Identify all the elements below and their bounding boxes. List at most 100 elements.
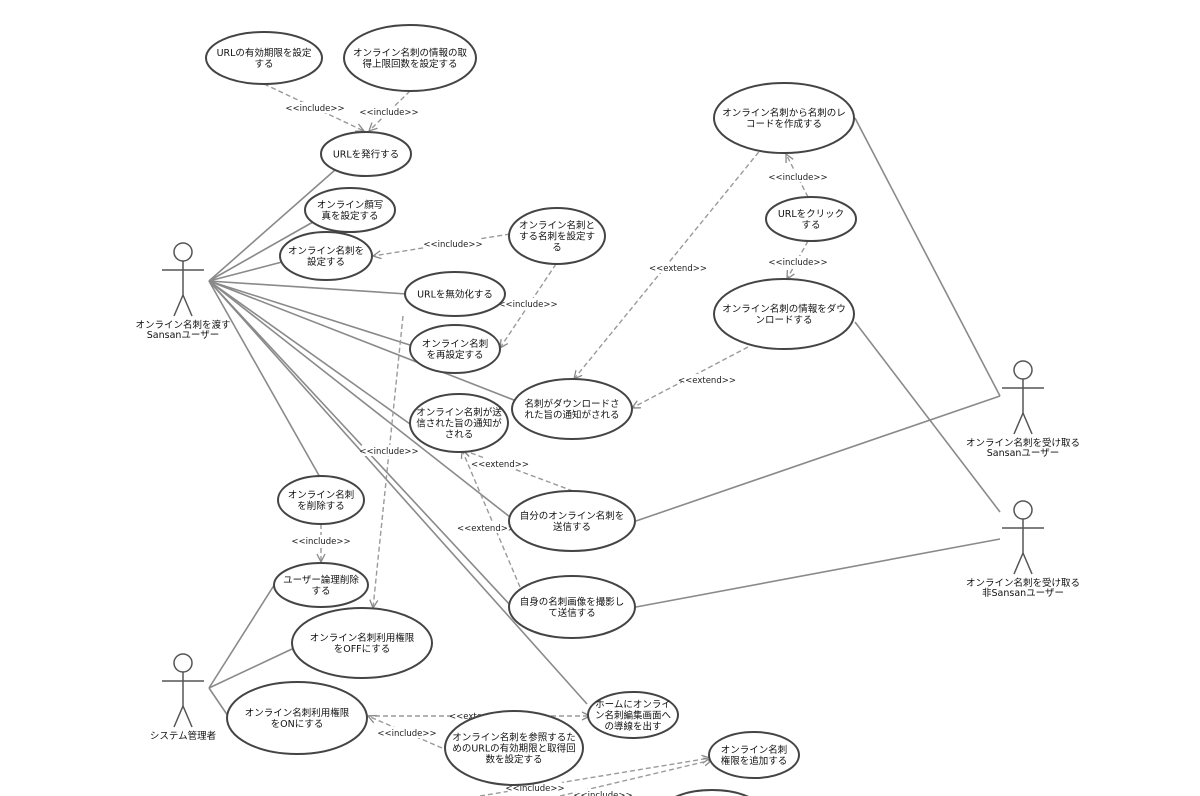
use-case-ellipse[interactable] xyxy=(205,31,323,85)
dependency-dep2: <<include>> xyxy=(359,90,419,131)
association-line xyxy=(208,280,414,347)
use-case-ellipse[interactable] xyxy=(765,196,857,242)
use-case-ellipse[interactable] xyxy=(508,207,606,265)
use-case-label: オンライン名刺が送 xyxy=(416,407,502,419)
use-case-label: オンライン名刺の情報をダウ xyxy=(722,303,846,315)
dependency-dep12: <<extend>> xyxy=(632,346,749,408)
dependency-label-bg xyxy=(500,298,556,309)
use-case-ellipse[interactable] xyxy=(409,324,501,374)
dependency-arrow xyxy=(373,233,511,256)
use-case-label: オンライン名刺 xyxy=(288,489,355,501)
use-case-label: される xyxy=(445,430,474,441)
use-case-label: オンライン名刺を参照するた xyxy=(452,732,576,744)
use-case-label: コードを作成する xyxy=(746,118,822,130)
dependency-label: <<include>> xyxy=(505,784,564,794)
use-case-ellipse[interactable] xyxy=(708,731,800,779)
use-case-label: オンライン名刺から名刺のレ xyxy=(722,107,846,119)
use-case-label: て送信する xyxy=(548,607,596,619)
association-line xyxy=(635,538,1001,608)
use-case-ellipse[interactable] xyxy=(713,82,855,154)
dependency-label: <<include>> xyxy=(498,300,557,310)
actor-head xyxy=(173,242,193,262)
use-case-label: 信された旨の通知が xyxy=(416,418,502,430)
use-case-ellipse[interactable] xyxy=(587,691,679,739)
dependency-dep1: <<include>> xyxy=(263,83,364,131)
use-case-ellipse[interactable] xyxy=(273,562,369,608)
actor-leg-right xyxy=(1022,552,1033,575)
dependency-label-bg xyxy=(293,535,349,546)
dependency-label: <<extend>> xyxy=(471,460,529,470)
dependency-label: <<include>> xyxy=(359,447,418,457)
association-line xyxy=(208,648,293,689)
use-case-ellipse[interactable] xyxy=(508,490,636,552)
association-line xyxy=(854,117,1001,397)
use-case-label: する xyxy=(311,586,330,597)
use-case-issue-url[interactable]: URLを発行する xyxy=(320,131,412,177)
dependency-label: <<extend>> xyxy=(678,376,736,386)
use-case-label: URLを無効化する xyxy=(417,289,493,301)
actor-label: オンライン名刺を受け取る xyxy=(966,437,1080,449)
use-case-ellipse[interactable] xyxy=(343,24,477,92)
use-case-label: オンライン名刺 xyxy=(422,338,489,350)
dependency-arrow xyxy=(263,83,364,131)
use-case-ellipse[interactable] xyxy=(320,131,412,177)
association-line xyxy=(854,321,1001,513)
actor-label: オンライン名刺を受け取る xyxy=(966,577,1080,589)
association-line xyxy=(208,280,513,608)
use-case-ellipse[interactable] xyxy=(511,378,633,440)
use-case-ellipse[interactable] xyxy=(291,607,433,679)
use-case-ellipse[interactable] xyxy=(277,475,365,525)
actor-admin[interactable]: システム管理者 xyxy=(150,653,216,742)
dependency-dep4: <<include>> xyxy=(498,263,558,348)
use-case-label: する xyxy=(801,220,820,231)
use-case-ellipse[interactable] xyxy=(304,187,396,233)
use-case-ellipse[interactable] xyxy=(662,789,762,796)
use-case-label: ユーザー論理削除 xyxy=(283,574,359,586)
dependency-label: <<extend>> xyxy=(457,524,515,534)
dependency-arrow xyxy=(462,450,521,588)
use-case-label: をOFFにする xyxy=(334,644,391,655)
use-case-ellipse[interactable] xyxy=(226,681,368,755)
dependency-arrow xyxy=(373,315,404,608)
dependency-dep9: <<include>> xyxy=(768,154,828,198)
use-case-label: オンライン名刺 xyxy=(721,744,788,756)
use-case-label: をONにする xyxy=(271,719,324,730)
use-case-ellipse[interactable] xyxy=(409,393,509,453)
dependency-label-bg xyxy=(361,445,417,456)
use-case-ellipse[interactable] xyxy=(713,278,855,350)
use-case-ellipse[interactable] xyxy=(444,710,584,786)
use-case-ellipse[interactable] xyxy=(508,575,636,639)
association-line xyxy=(208,221,314,282)
use-case-invalidate-url[interactable]: URLを無効化する xyxy=(404,271,506,317)
association-line xyxy=(208,280,408,295)
dependency-label: <<include>> xyxy=(359,108,418,118)
use-case-label: する xyxy=(254,59,273,70)
use-case-partial-bottom[interactable] xyxy=(662,789,762,796)
use-case-ellipse[interactable] xyxy=(279,231,373,281)
use-case-ellipse[interactable] xyxy=(404,271,506,317)
